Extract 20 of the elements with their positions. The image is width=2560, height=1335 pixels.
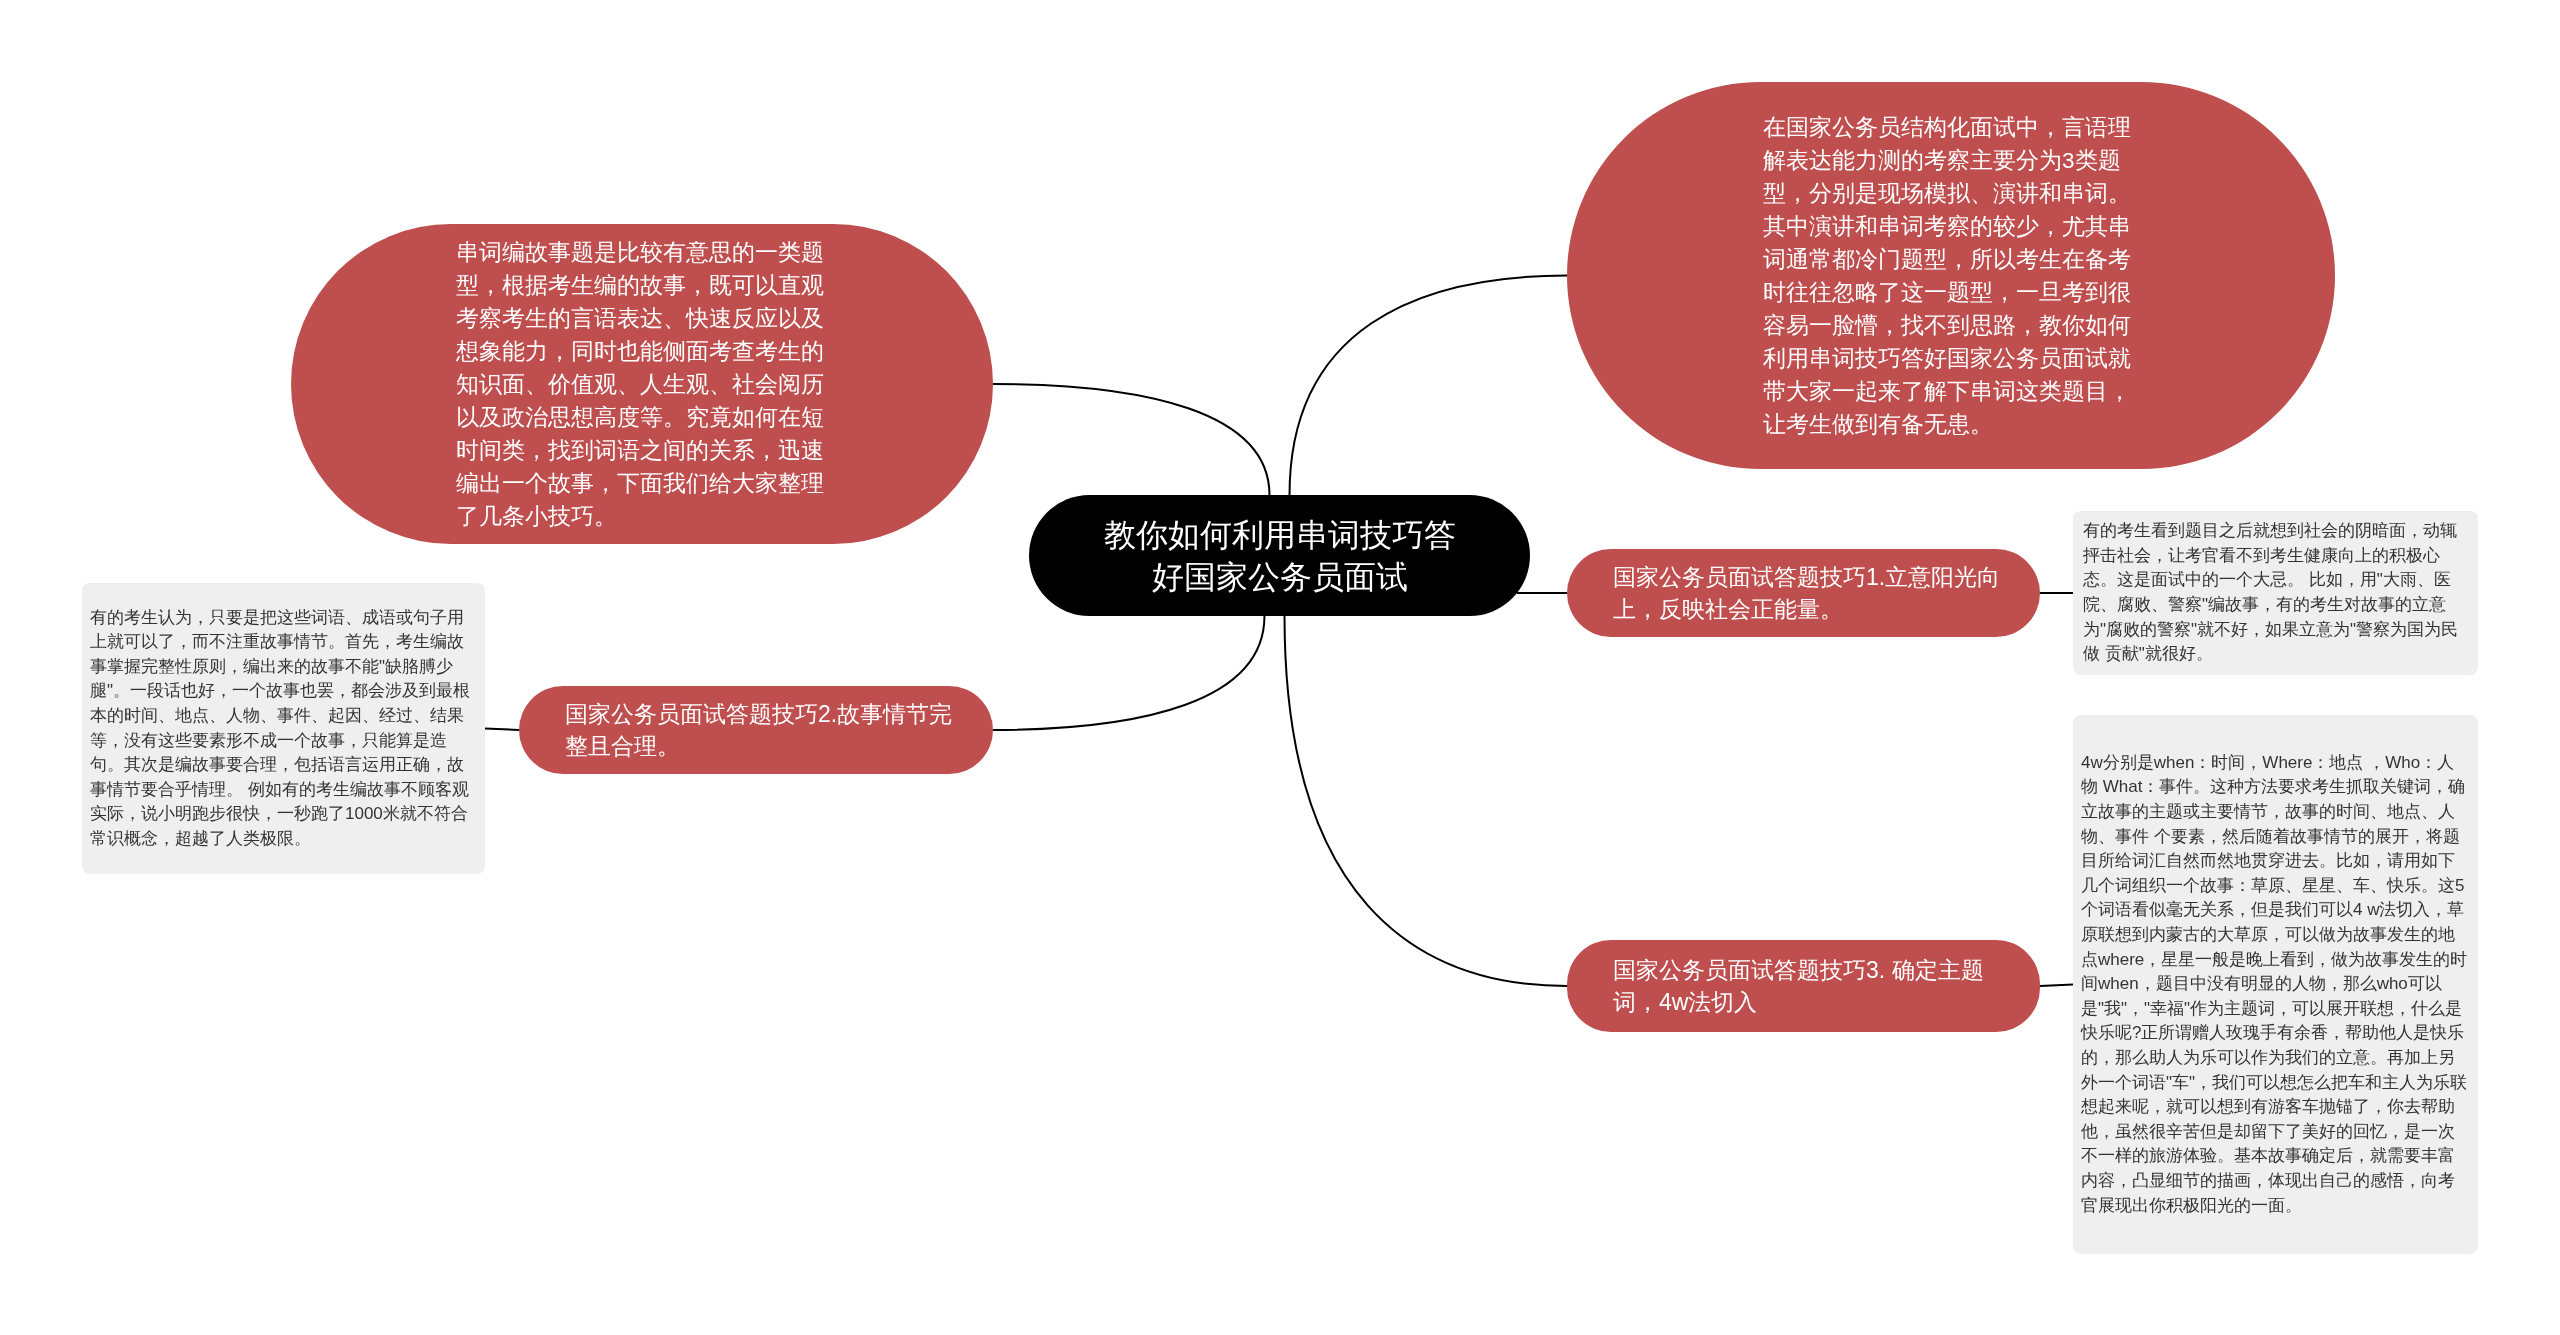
connector-line [1515, 592, 1568, 594]
connector-line [2039, 592, 2074, 594]
connector-line [992, 383, 1271, 496]
note-card [2073, 715, 2478, 1254]
note-card [2073, 511, 2478, 675]
connector-line [484, 727, 520, 731]
topic-text: 在国家公务员结构化面试中，言语理解表达能力测的考察主要分为3类题型，分别是现场模拟、演讲和串词。其中演讲和串词考察的较少，尤其串词通常都冷门题型，所以考生在备考时往往忽略了这一题型，一旦考到很容易一脸懵，找不到思路，教你如何利用串词技巧答好国家公务员面试就带大家一起来了解下串词这类题目，让考生做到有备无患。 [1763, 113, 2132, 439]
topic-title: 教你如何利用串词技巧答好国家公务员面试 [1102, 515, 1457, 597]
connector-line [1288, 274, 1568, 496]
note-text: 4w分别是when：时间，Where：地点 ，Who：人物 What：事件。这种方法要求考生抓取关键词，确立故事的主题或主要情节，故事的时间、地点、人物、事件 个要素，然后随着故事情节的展开，将题目所给词汇自然而然地贯穿进去。比如，请用如下几个词组织一个故事：草原、星星、车、快乐。这5个词语看似毫无关系，但是我们可以4 w法切入，草原联想到内蒙古的大草原，可以做为故事发生的地点where，星星一般是晚上看到，做为故事发生的时间when，题目中没有明显的人物，那么who可以是"我"，"幸福"作为主题词，可以展开联想，什么是快乐呢?正所谓赠人玫瑰手有余香，帮助他人是快乐的，那么助人为乐可以作为我们的立意。再加上另外一个词语"车"，我们可以想怎么把车和主人为乐联想起来呢，就可以想到有游客车抛锚了，你去帮助他，虽然很辛苦但是却留下了美好的回忆，是一次不一样的旅游体验。基本故事确定后，就需要丰富内容，凸显细节的描画，体现出自己的感悟，向考官展现出你积极阳光的一面。 [2081, 751, 2469, 1217]
connector-line [2039, 983, 2074, 987]
note-card [82, 583, 485, 874]
tip-text: 国家公务员面试答题技巧2.故事情节完整且合理。 [565, 700, 954, 761]
tip-text: 国家公务员面试答题技巧1.立意阳光向上，反映社会正能量。 [1613, 563, 2002, 624]
tip-text: 国家公务员面试答题技巧3. 确定主题词，4w法切入 [1613, 956, 1985, 1017]
note-text: 有的考生认为，只要是把这些词语、成语或句子用上就可以了，而不注重故事情节。首先，考生编故事掌握完整性原则，编出来的故事不能"缺胳膊少腿"。一段话也好，一个故事也罢，都会涉及到最根本的时间、地点、人物、事件、起因、经过、结果等，没有这些要素形不成一个故事，只能算是造句。其次是编故事要合理，包括语言运用正确，故事情节要合乎情理。 例如有的考生编故事不顾客观实际，说小明跑步很快，一秒跑了1000米就不符合常识概念，超越了人类极限。 [90, 606, 472, 850]
topic-text: 串词编故事题是比较有意思的一类题型，根据考生编的故事，既可以直观考察考生的言语表达、快速反应以及想象能力，同时也能侧面考查考生的知识面、价值观、人生观、社会阅历以及政治思想高度等。究竟如何在短时间类，找到词语之间的关系，迅速编出一个故事，下面我们给大家整理了几条小技巧。 [456, 238, 825, 531]
connector-line [1283, 615, 1568, 987]
connector-line [992, 615, 1266, 731]
note-text: 有的考生看到题目之后就想到社会的阴暗面，动辄抨击社会，让考官看不到考生健康向上的积极心态。这是面试中的一个大忌。 比如，用"大雨、医院、腐败、警察"编故事，有的考生对故事的立意为"腐败的警察"就不好，如果立意为"警察为国为民做 贡献"就很好。 [2083, 520, 2460, 666]
